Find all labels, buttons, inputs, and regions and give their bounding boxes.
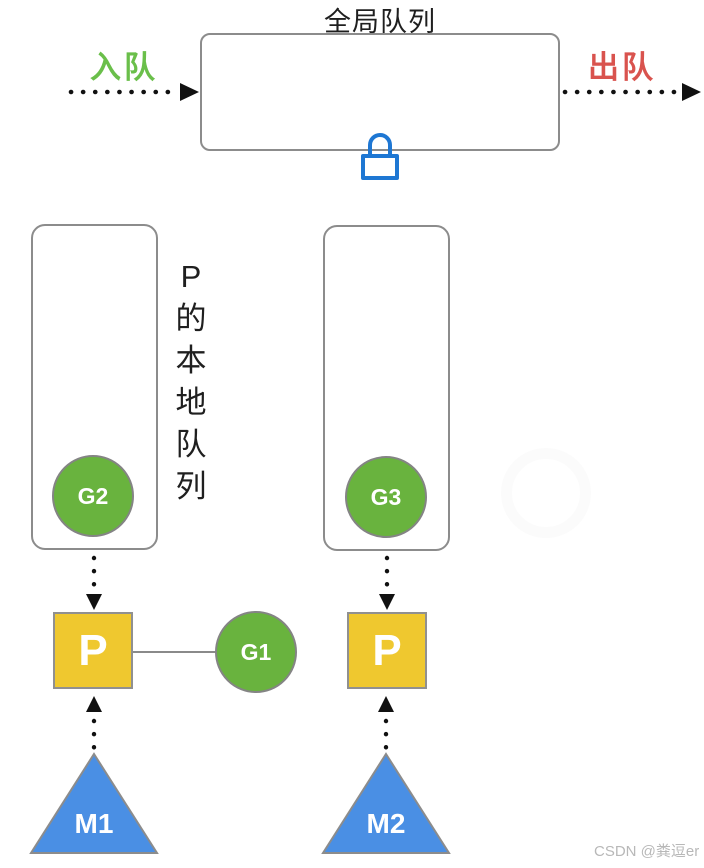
- processor-p-left-label: P: [78, 625, 108, 675]
- processor-p-left: P: [53, 612, 133, 689]
- lock-icon: [361, 133, 399, 180]
- queue-to-p-arrow-left: [86, 555, 102, 610]
- goroutine-g2: G2: [52, 455, 134, 537]
- watermark-text: CSDN @粪逗er: [594, 843, 700, 860]
- machine-m2-triangle: [321, 752, 451, 854]
- queue-to-p-arrow-right: [379, 555, 395, 610]
- goroutine-g1: G1: [215, 611, 297, 693]
- p-g1-connector: [133, 651, 215, 653]
- local-queue-label-char: 的: [175, 301, 207, 336]
- global-queue-title: 全局队列: [324, 7, 436, 37]
- local-queue-label-char: 地: [175, 385, 207, 420]
- goroutine-g3-label: G3: [370, 483, 402, 510]
- goroutine-g1-label: G1: [240, 638, 272, 665]
- enqueue-arrow: [68, 83, 199, 101]
- local-queue-label-char: 队: [175, 427, 207, 462]
- csdn-logo-watermark: [501, 448, 591, 538]
- goroutine-g3: G3: [345, 456, 427, 538]
- machine-m2-label: M2: [366, 808, 406, 839]
- machine-m1-triangle: [29, 752, 159, 854]
- machine-m1-label: M1: [74, 808, 114, 839]
- enqueue-label: 入队: [90, 50, 158, 85]
- machine-m1: M1: [28, 750, 160, 856]
- lock-shackle: [368, 133, 392, 159]
- goroutine-g2-label: G2: [77, 482, 109, 509]
- processor-p-right-label: P: [372, 625, 402, 675]
- m-to-p-arrow-right: [378, 696, 394, 755]
- dequeue-label: 出队: [588, 50, 656, 85]
- dequeue-arrow: [562, 83, 701, 101]
- local-queue-label-char: P: [180, 259, 202, 294]
- processor-p-right: P: [347, 612, 427, 689]
- local-queue-label-char: 列: [175, 469, 207, 504]
- global-queue-box: [200, 33, 560, 151]
- machine-m2: M2: [320, 750, 452, 856]
- local-queue-label-char: 本: [175, 343, 207, 378]
- lock-body: [361, 154, 399, 180]
- local-queue-label: P 的 本 地 队 列: [173, 256, 209, 508]
- m-to-p-arrow-left: [86, 696, 102, 755]
